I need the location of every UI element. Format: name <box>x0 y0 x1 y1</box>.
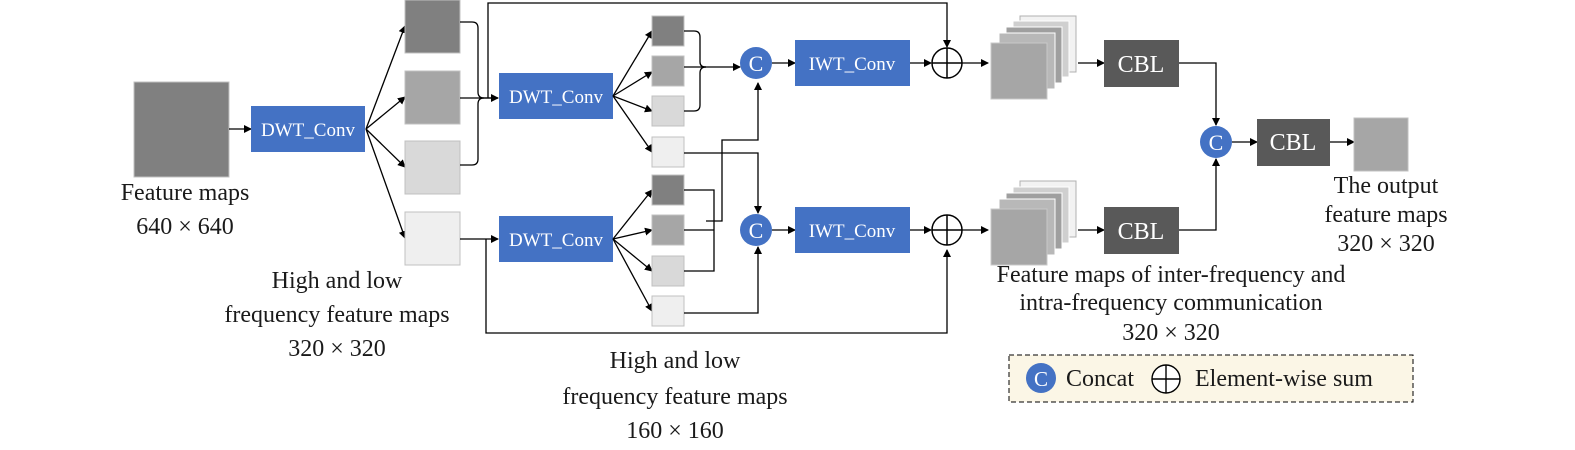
fanout-arrow <box>612 95 653 113</box>
concat-circle-lower <box>740 214 772 246</box>
connector-hh-small <box>684 246 762 314</box>
dwt-conv-2-lower-label: DWT_Conv <box>509 230 603 251</box>
cross-connector-up <box>714 82 762 222</box>
subband-map-lh <box>404 70 461 125</box>
iwt-conv-lower-label: IWT_Conv <box>809 221 896 242</box>
element-wise-sum-upper <box>931 47 963 79</box>
skip-connection-top <box>487 2 951 98</box>
dwt-conv-block-2-upper <box>499 73 613 119</box>
level2-caption-line3: 160 × 160 <box>626 418 724 444</box>
arrow-cbl-to-concat <box>1179 62 1220 126</box>
cross-connector-down <box>684 152 762 214</box>
fanout-arrow <box>365 128 407 239</box>
cbl-block-final <box>1257 119 1330 166</box>
dwt-conv-block-2-lower <box>499 216 613 262</box>
cbl-block-lower <box>1104 207 1179 254</box>
fanout-arrow <box>612 71 653 97</box>
subband-map-small <box>651 295 685 327</box>
comm-caption-line2: intra-frequency communication <box>1019 290 1322 316</box>
input-feature-map <box>133 81 230 178</box>
legend-box <box>1008 354 1414 403</box>
output-caption-line3: 320 × 320 <box>1337 231 1435 257</box>
dwt-conv-1-label: DWT_Conv <box>261 120 355 141</box>
output-caption-line2: feature maps <box>1324 202 1447 228</box>
legend-sum-label: Element-wise sum <box>1195 366 1373 392</box>
connector-merge <box>684 30 741 71</box>
concat-upper-label: C <box>749 51 764 76</box>
element-wise-sum-lower <box>931 214 963 246</box>
connector-ll <box>460 21 499 102</box>
fanout-arrow <box>365 96 406 130</box>
level2-caption-line1: High and low <box>610 348 741 374</box>
comm-caption-line1: Feature maps of inter-frequency and <box>997 262 1346 288</box>
stacked-feature-maps-upper <box>990 15 1077 100</box>
subband-map-small <box>651 15 685 47</box>
cbl-upper-label: CBL <box>1118 52 1165 78</box>
subband-map-hl <box>404 140 461 195</box>
output-caption-line1: The output <box>1334 173 1439 199</box>
iwt-conv-block-upper <box>795 40 910 86</box>
arrow-cbl-to-concat <box>1179 158 1220 231</box>
cbl-lower-label: CBL <box>1118 219 1165 245</box>
legend-concat-label: Concat <box>1066 366 1134 392</box>
connector-hl <box>460 97 485 166</box>
dwt-conv-2-upper-label: DWT_Conv <box>509 87 603 108</box>
stacked-feature-maps-lower <box>990 180 1077 266</box>
legend-concat-symbol: C <box>1034 367 1048 391</box>
fanout-arrow <box>365 128 406 168</box>
connector-merge <box>684 66 707 112</box>
input-caption-line1: Feature maps <box>121 180 250 206</box>
iwt-conv-block-lower <box>795 207 910 253</box>
level1-caption-line1: High and low <box>272 268 403 294</box>
skip-connection-bottom <box>485 239 951 334</box>
dwt-conv-block-1 <box>251 106 365 152</box>
fanout-arrow <box>612 238 653 312</box>
legend-concat-icon <box>1026 363 1056 393</box>
legend-sum-icon <box>1151 364 1181 394</box>
fanout-arrow <box>612 238 653 272</box>
concat-circle-final <box>1200 126 1232 158</box>
subband-map-small <box>651 55 685 87</box>
cbl-final-label: CBL <box>1270 130 1317 156</box>
fanout-arrow <box>612 95 653 153</box>
iwt-conv-upper-label: IWT_Conv <box>809 54 896 75</box>
comm-caption-line3: 320 × 320 <box>1122 320 1220 346</box>
subband-map-small <box>651 255 685 287</box>
subband-map-small <box>651 95 685 127</box>
subband-map-small <box>651 174 685 206</box>
level1-caption-line3: 320 × 320 <box>288 336 386 362</box>
fanout-arrow <box>612 227 653 240</box>
fanout-arrow <box>612 30 653 97</box>
concat-final-label: C <box>1209 130 1224 155</box>
cbl-block-upper <box>1104 40 1179 87</box>
subband-map-small <box>651 214 685 246</box>
concat-lower-label: C <box>749 218 764 243</box>
level1-caption-line2: frequency feature maps <box>224 302 449 328</box>
concat-circle-upper <box>740 47 772 79</box>
cross-connector-up <box>684 189 715 272</box>
output-feature-map <box>1353 117 1409 172</box>
input-caption-line2: 640 × 640 <box>136 214 234 240</box>
fanout-arrow <box>365 25 407 130</box>
subband-map-hh <box>404 211 461 266</box>
level2-caption-line2: frequency feature maps <box>562 384 787 410</box>
fanout-arrow <box>612 189 653 240</box>
subband-map-small <box>651 136 685 168</box>
subband-map-ll <box>404 0 461 54</box>
